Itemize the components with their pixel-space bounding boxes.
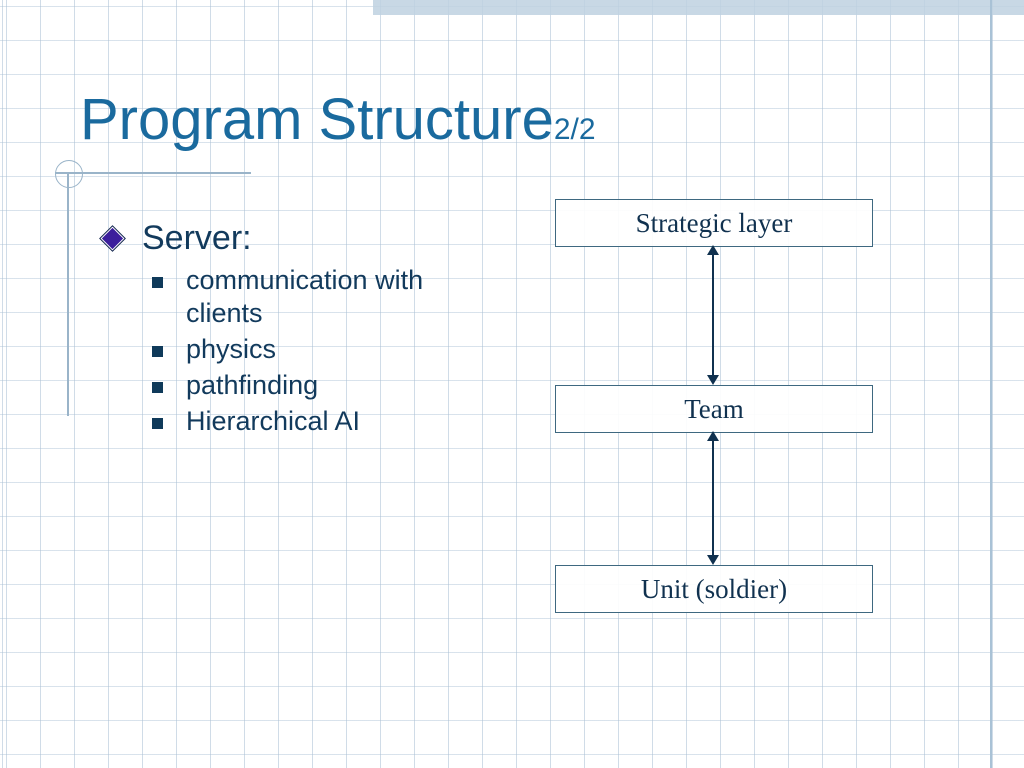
- square-bullet-icon: [152, 333, 186, 357]
- top-accent-band: [373, 0, 1024, 15]
- bullet-item-server: Server:: [99, 218, 534, 258]
- diagram-box-strategic-layer: Strategic layer: [555, 199, 873, 247]
- slide-title: Program Structure2/2: [80, 88, 596, 162]
- decorative-horizontal-rule: [55, 172, 251, 174]
- bullet-label: pathfinding: [186, 370, 319, 400]
- bullet-label: Server:: [142, 219, 252, 257]
- diagram-box-team: Team: [555, 385, 873, 433]
- connector-arrow-strategic-team: [707, 245, 719, 385]
- diagram-box-unit-soldier: Unit (soldier): [555, 565, 873, 613]
- hierarchy-diagram: Strategic layer Team Unit (soldier): [555, 199, 873, 615]
- square-bullet-icon: [152, 264, 186, 288]
- square-bullet-icon: [152, 405, 186, 429]
- bullet-item-communication: communication with clients: [152, 264, 534, 330]
- right-vertical-rule: [990, 0, 992, 768]
- square-bullet-icon: [152, 369, 186, 393]
- bullet-label: physics: [186, 334, 277, 364]
- bullet-item-physics: physics: [152, 333, 534, 366]
- bullet-item-pathfinding: pathfinding: [152, 369, 534, 402]
- slide-title-suffix: 2/2: [553, 113, 596, 146]
- decorative-circle: [55, 160, 83, 188]
- bullet-label: Hierarchical AI: [186, 406, 361, 436]
- connector-arrow-team-unit: [707, 431, 719, 565]
- bullet-item-hierarchical-ai: Hierarchical AI: [152, 405, 534, 438]
- bullet-list: Server: communication with clients physi…: [99, 218, 534, 441]
- decorative-vertical-rule: [67, 172, 69, 416]
- bullet-label: communication with clients: [186, 265, 424, 328]
- slide-title-main: Program Structure: [80, 87, 554, 152]
- diamond-bullet-icon: [99, 218, 142, 252]
